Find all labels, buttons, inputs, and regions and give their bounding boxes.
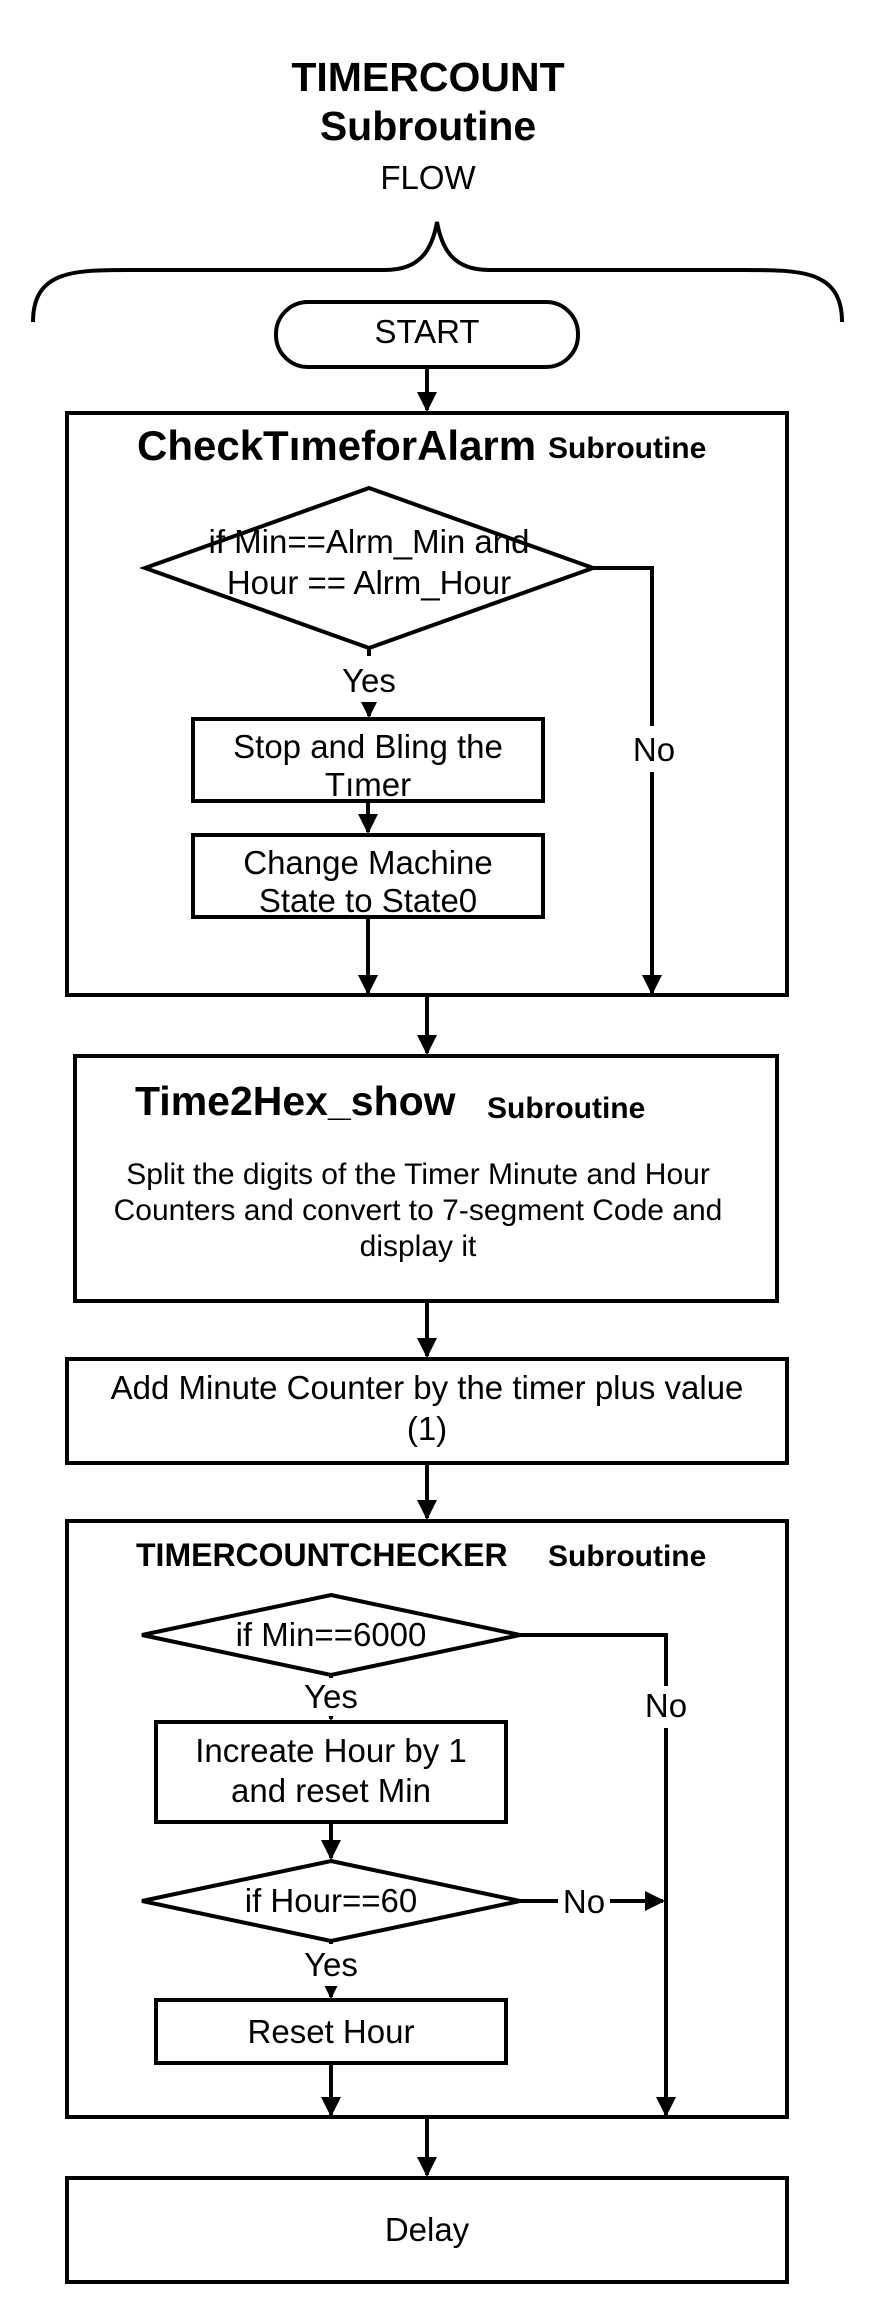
curly-brace [31,221,844,323]
increate-hour-line2: and reset Min [231,1772,431,1809]
time2hex-subtitle: Subroutine [487,1092,645,1125]
delay-box [65,2176,789,2284]
yes1-label-bg [299,1678,363,1716]
stop-bling-line1: Stop and Bling the [233,728,503,765]
check-alarm-subtitle: Subroutine [548,432,706,465]
hour-no-label: No [563,1883,605,1920]
alarm-yes-label: Yes [342,662,396,699]
header-subtitle: Subroutine [320,103,536,149]
start-label: START [374,313,479,350]
time2hex-desc-line1: Split the digits of the Timer Minute and… [126,1158,710,1191]
no2-label-bg [558,1883,610,1921]
alarm-no-label: No [633,731,675,768]
increate-hour-line1: Increate Hour by 1 [195,1732,466,1769]
min-decision-label: if Min==6000 [236,1616,427,1653]
add-minute-line2: (1) [407,1410,447,1447]
min-yes-label: Yes [304,1678,358,1715]
reset-hour-box [154,1998,508,2065]
stop-bling-line2: Tımer [325,766,411,803]
delay-label: Delay [385,2211,470,2248]
add-minute-line1: Add Minute Counter by the timer plus val… [111,1369,744,1406]
time2hex-title: Time2Hex_show [135,1078,456,1124]
checker-title: TIMERCOUNTCHECKER [136,1537,508,1573]
header-flow: FLOW [380,159,476,196]
checker-subtitle: Subroutine [548,1540,706,1573]
change-state-line2: State to State0 [259,882,477,919]
add-minute-box [65,1357,789,1465]
no1-label-bg [640,1686,692,1728]
yes-label-bg [336,656,402,702]
check-alarm-title: CheckTımeforAlarm [137,422,536,469]
header-title: TIMERCOUNT [291,54,564,100]
yes2-label-bg [299,1944,363,1986]
hour-decision-label: if Hour==60 [245,1882,417,1919]
alarm-decision-line1: if Min==Alrm_Min and [209,523,530,560]
arrow-min-no [520,1633,676,2117]
increate-hour-box [154,1720,508,1824]
time2hex-desc-line3: display it [360,1230,477,1263]
change-state-line1: Change Machine [243,844,493,881]
alarm-decision-line2: Hour == Alrm_Hour [227,564,511,601]
min-no-label: No [645,1687,687,1724]
reset-hour-label: Reset Hour [248,2013,415,2050]
hour-yes-label: Yes [304,1946,358,1983]
time2hex-box [73,1054,779,1303]
arrow-alarm-no [593,566,662,995]
time2hex-desc-line2: Counters and convert to 7-segment Code a… [114,1194,723,1227]
no-label-bg [626,726,678,772]
